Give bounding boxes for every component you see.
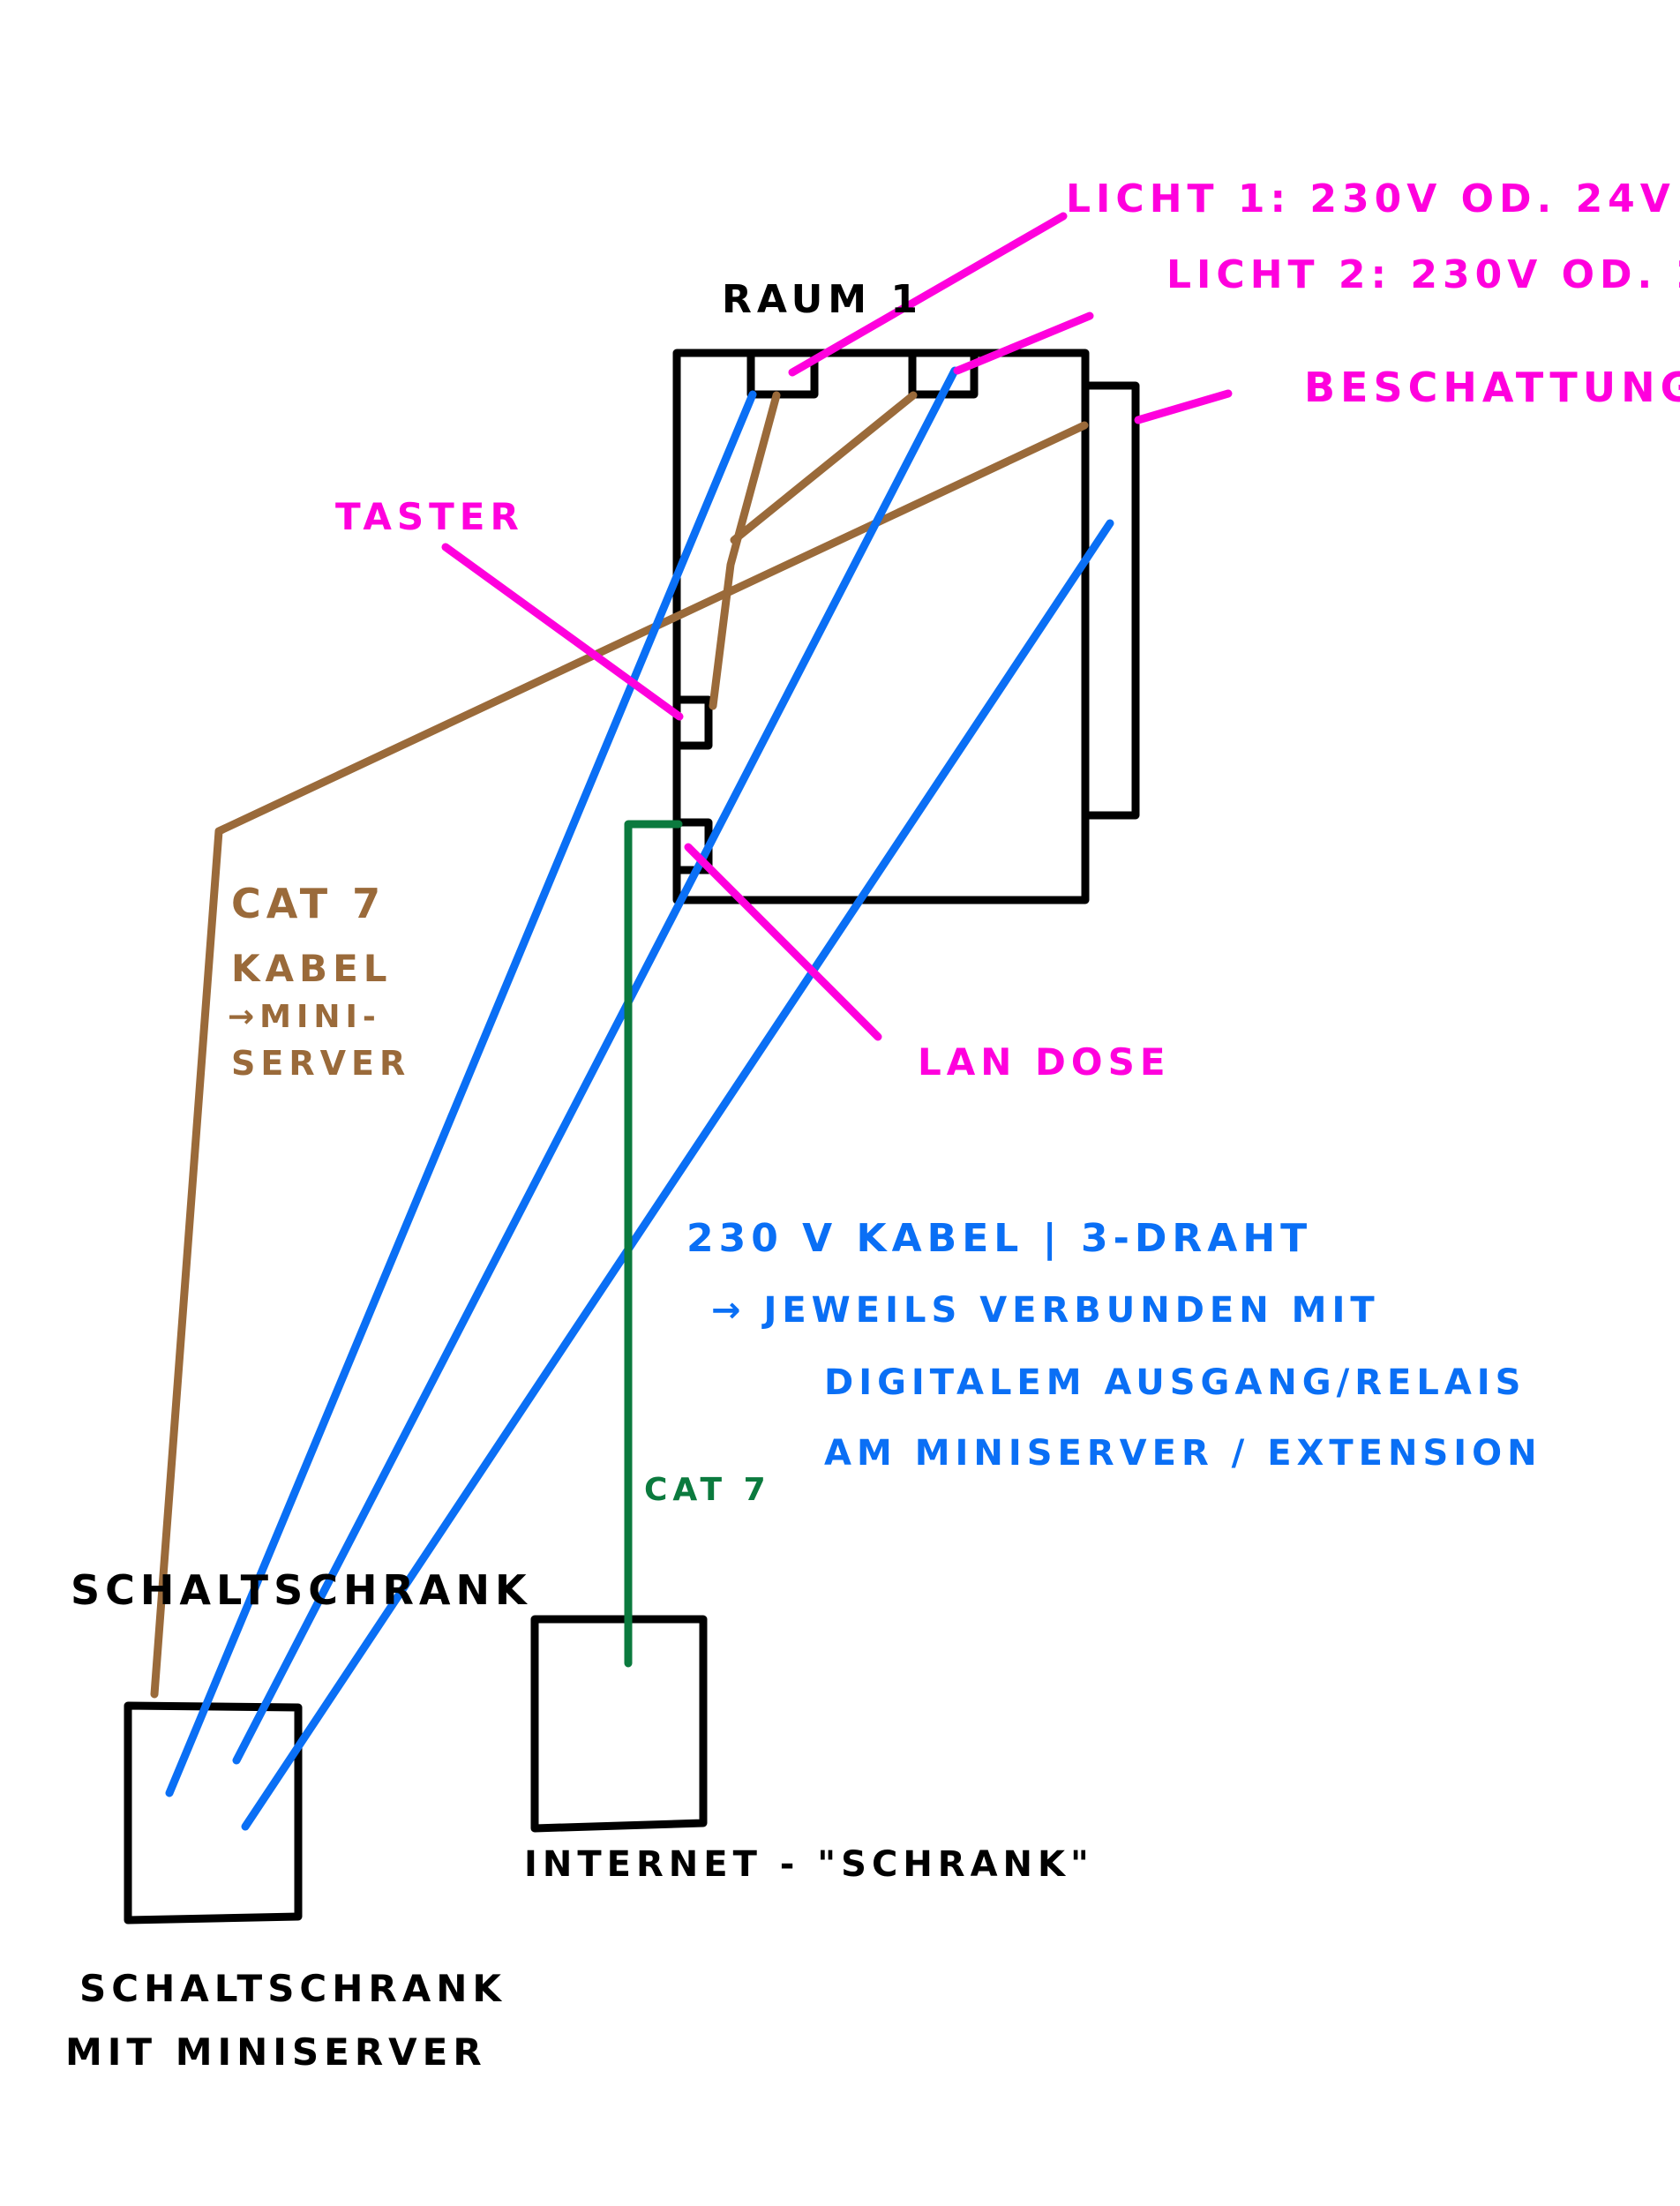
- annotation-leaders: [441, 212, 1233, 1041]
- leader-lan-dose: [684, 843, 882, 1041]
- cat7-note-line: KABEL: [231, 947, 393, 990]
- schaltschrank-caption-line: MIT MINISERVER: [65, 2030, 487, 2074]
- shading-unit: [1081, 381, 1140, 820]
- power-wire-light1: [165, 390, 757, 1797]
- power-note-line: → JEWEILS VERBUNDEN MIT: [711, 1290, 1380, 1331]
- light-1-fixture: [746, 349, 819, 399]
- power-note-line: AM MINISERVER / EXTENSION: [824, 1433, 1542, 1474]
- taster-switch: [672, 695, 713, 750]
- cat7-wire-light2: [730, 391, 918, 544]
- cat7-cable-note: CAT 7 KABEL →MINI- SERVER: [228, 880, 410, 1083]
- leader-licht2: [953, 311, 1094, 375]
- power-note-line: 230 V KABEL | 3-DRAHT: [686, 1216, 1312, 1261]
- schaltschrank-title: SCHALTSCHRANK: [71, 1566, 532, 1614]
- power-blue-wires: [165, 366, 1114, 1831]
- cat7-note-line: CAT 7: [231, 880, 386, 927]
- licht1-label: LICHT 1: 230V OD. 24V: [1066, 176, 1676, 221]
- cat7-note-line: SERVER: [231, 1044, 410, 1083]
- cat7-wire-light1-taster: [709, 391, 781, 710]
- taster-label: TASTER: [335, 495, 524, 538]
- beschattung-label: BESCHATTUNG: [1304, 364, 1680, 411]
- power-cable-note: 230 V KABEL | 3-DRAHT → JEWEILS VERBUNDE…: [686, 1216, 1542, 1474]
- schaltschrank-caption-line: SCHALTSCHRANK: [79, 1967, 506, 2010]
- leader-taster: [441, 543, 684, 721]
- lan-green-wire: [624, 820, 683, 1668]
- lan-cable-label: CAT 7: [644, 1472, 771, 1508]
- cat7-brown-wires: [150, 391, 1089, 1699]
- room-raum-1: [672, 349, 1140, 904]
- cat7-wire-shading: [150, 421, 1089, 1699]
- power-note-line: DIGITALEM AUSGANG/RELAIS: [824, 1362, 1526, 1403]
- room-label: RAUM 1: [722, 277, 923, 322]
- schaltschrank-box: [124, 1701, 303, 1925]
- internet-schrank-caption: INTERNET - "SCHRANK": [524, 1844, 1094, 1885]
- leader-licht1: [788, 212, 1068, 377]
- licht2-label: LICHT 2: 230V OD. 24V: [1166, 252, 1680, 297]
- power-wire-light2: [232, 366, 959, 1765]
- lan-dose-label: LAN DOSE: [918, 1040, 1171, 1084]
- power-wire-shading: [241, 519, 1114, 1831]
- cat7-note-line: →MINI-: [228, 999, 381, 1035]
- internet-schrank-box: [530, 1615, 708, 1833]
- leader-beschattung: [1134, 389, 1233, 424]
